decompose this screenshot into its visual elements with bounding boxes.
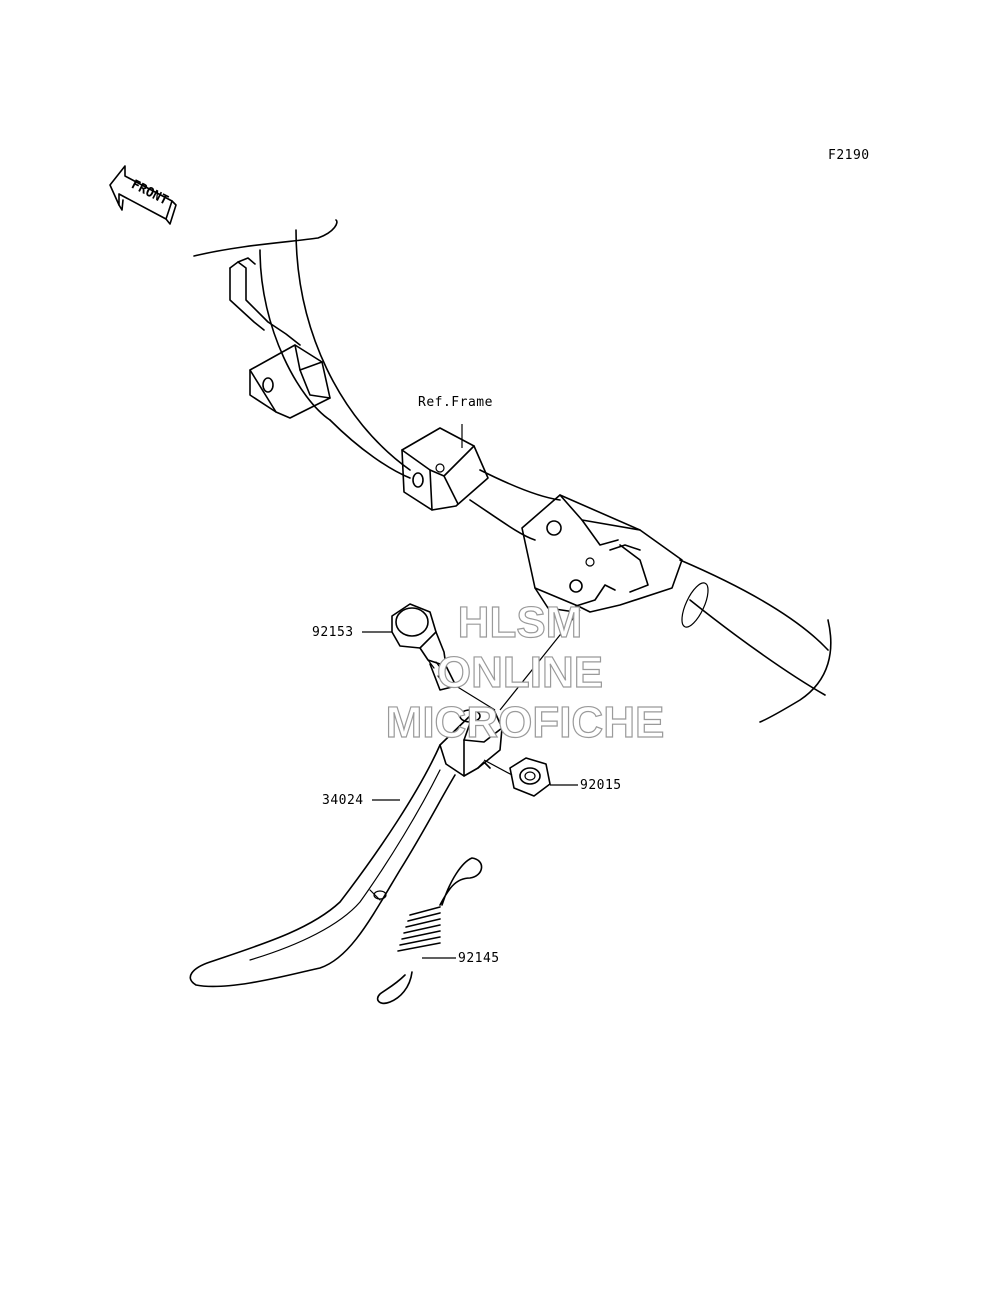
watermark-line-3: MICROFICHE xyxy=(385,697,665,747)
part-label-92015[interactable]: 92015 xyxy=(580,778,622,793)
leader-lines xyxy=(362,424,581,959)
front-arrow-icon: FRONT xyxy=(109,165,177,225)
front-arrow-text: FRONT xyxy=(129,177,171,208)
frame-boss xyxy=(401,427,489,511)
sidestand-34024 xyxy=(189,709,503,988)
part-label-92145[interactable]: 92145 xyxy=(458,951,500,966)
sidestand-bracket xyxy=(521,494,683,613)
spring-92145 xyxy=(376,857,483,1005)
ref-frame-label: Ref.Frame xyxy=(418,395,493,410)
watermark-line-1: HLSM xyxy=(457,597,583,647)
upper-bracket xyxy=(229,257,331,419)
figure-code: F2190 xyxy=(828,148,870,163)
part-label-34024[interactable]: 34024 xyxy=(322,793,364,808)
watermark-line-2: ONLINE xyxy=(436,647,604,697)
nut-92015 xyxy=(509,757,551,797)
bolt-92153 xyxy=(391,603,457,691)
part-label-92153[interactable]: 92153 xyxy=(312,625,354,640)
